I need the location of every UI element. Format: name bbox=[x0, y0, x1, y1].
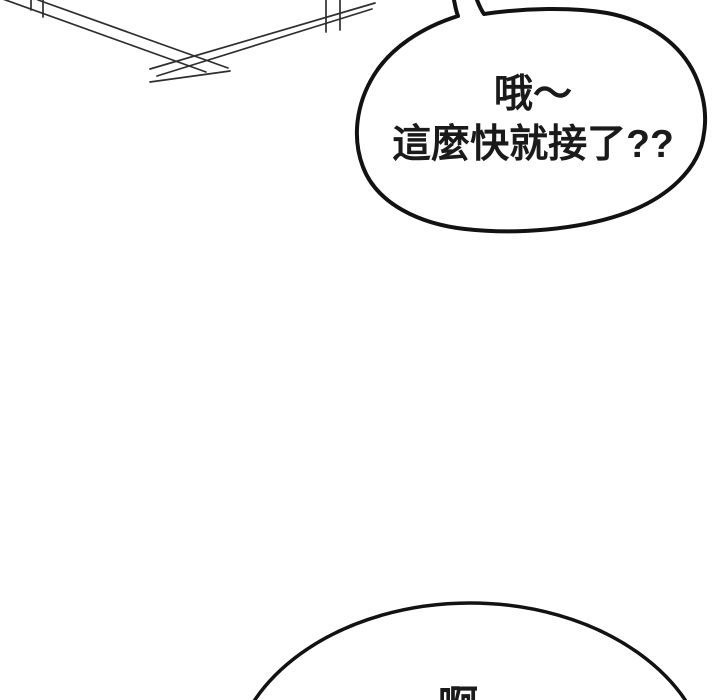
speech-line-2: 這麼快就接了?? bbox=[392, 123, 674, 166]
speech-bubble-top bbox=[354, 0, 708, 234]
bottom-bubble-text: 啊 bbox=[398, 686, 518, 700]
speech-bubble-bottom bbox=[252, 601, 688, 700]
ceiling-beam-lines-icon bbox=[3, 0, 376, 83]
top-bubble-text: 哦～ 這麼快就接了?? bbox=[368, 70, 698, 170]
speech-line-1: 哦～ bbox=[493, 73, 572, 116]
